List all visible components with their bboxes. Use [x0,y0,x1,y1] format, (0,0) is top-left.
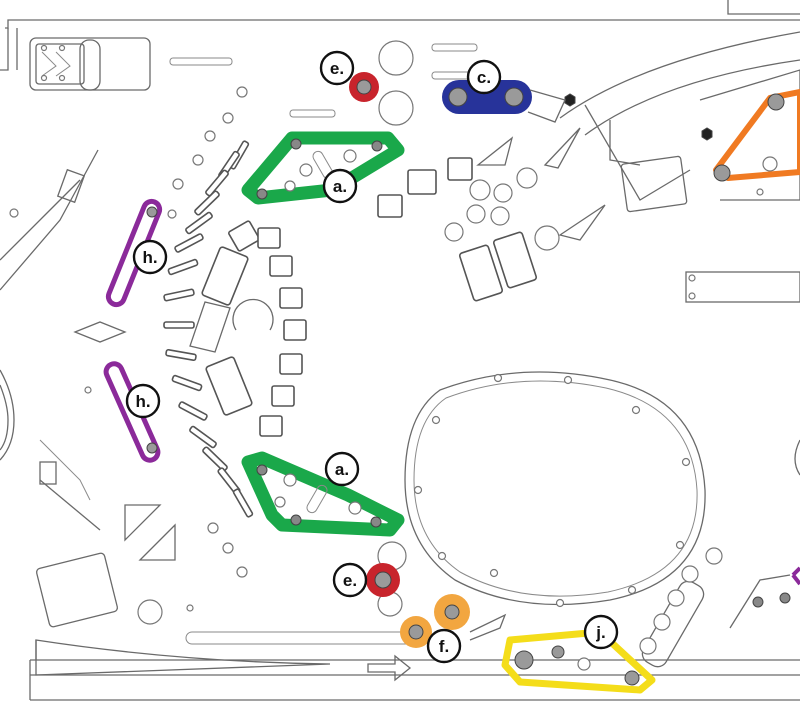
callout-a-bottom: a. [324,451,360,487]
svg-text:j.: j. [595,623,605,642]
svg-text:a.: a. [333,177,347,196]
callout-f: f. [426,628,462,664]
assembly-a-top [241,131,405,205]
lower-right-parts [639,439,800,668]
callout-e-top: e. [319,50,355,86]
left-rails [0,149,417,682]
assembly-orange-right [713,89,800,182]
assembly-e-top [349,72,379,102]
lane-guide-arc [9,86,307,578]
svg-text:a.: a. [335,460,349,479]
svg-text:h.: h. [142,248,157,267]
upper-right-ramp [559,31,800,303]
assembly-purple-partial [791,566,800,586]
assembly-f [400,594,507,648]
svg-text:e.: e. [330,59,344,78]
svg-text:e.: e. [343,571,357,590]
large-disc [404,371,706,608]
callout-h-top: h. [132,239,168,275]
assembly-a-bottom [241,451,405,537]
assembly-j [501,628,656,694]
callout-e-bottom: e. [332,562,368,598]
callout-h-bottom: h. [125,383,161,419]
svg-text:f.: f. [439,637,449,656]
svg-text:h.: h. [135,392,150,411]
svg-text:c.: c. [477,68,491,87]
callout-j: j. [583,614,619,650]
callout-a-top: a. [322,168,358,204]
assembly-e-bottom [366,541,407,617]
assembly-c [442,80,566,123]
upper-center-posts [289,40,606,302]
top-left-switch-assembly [29,37,233,91]
callout-c: c. [466,59,502,95]
